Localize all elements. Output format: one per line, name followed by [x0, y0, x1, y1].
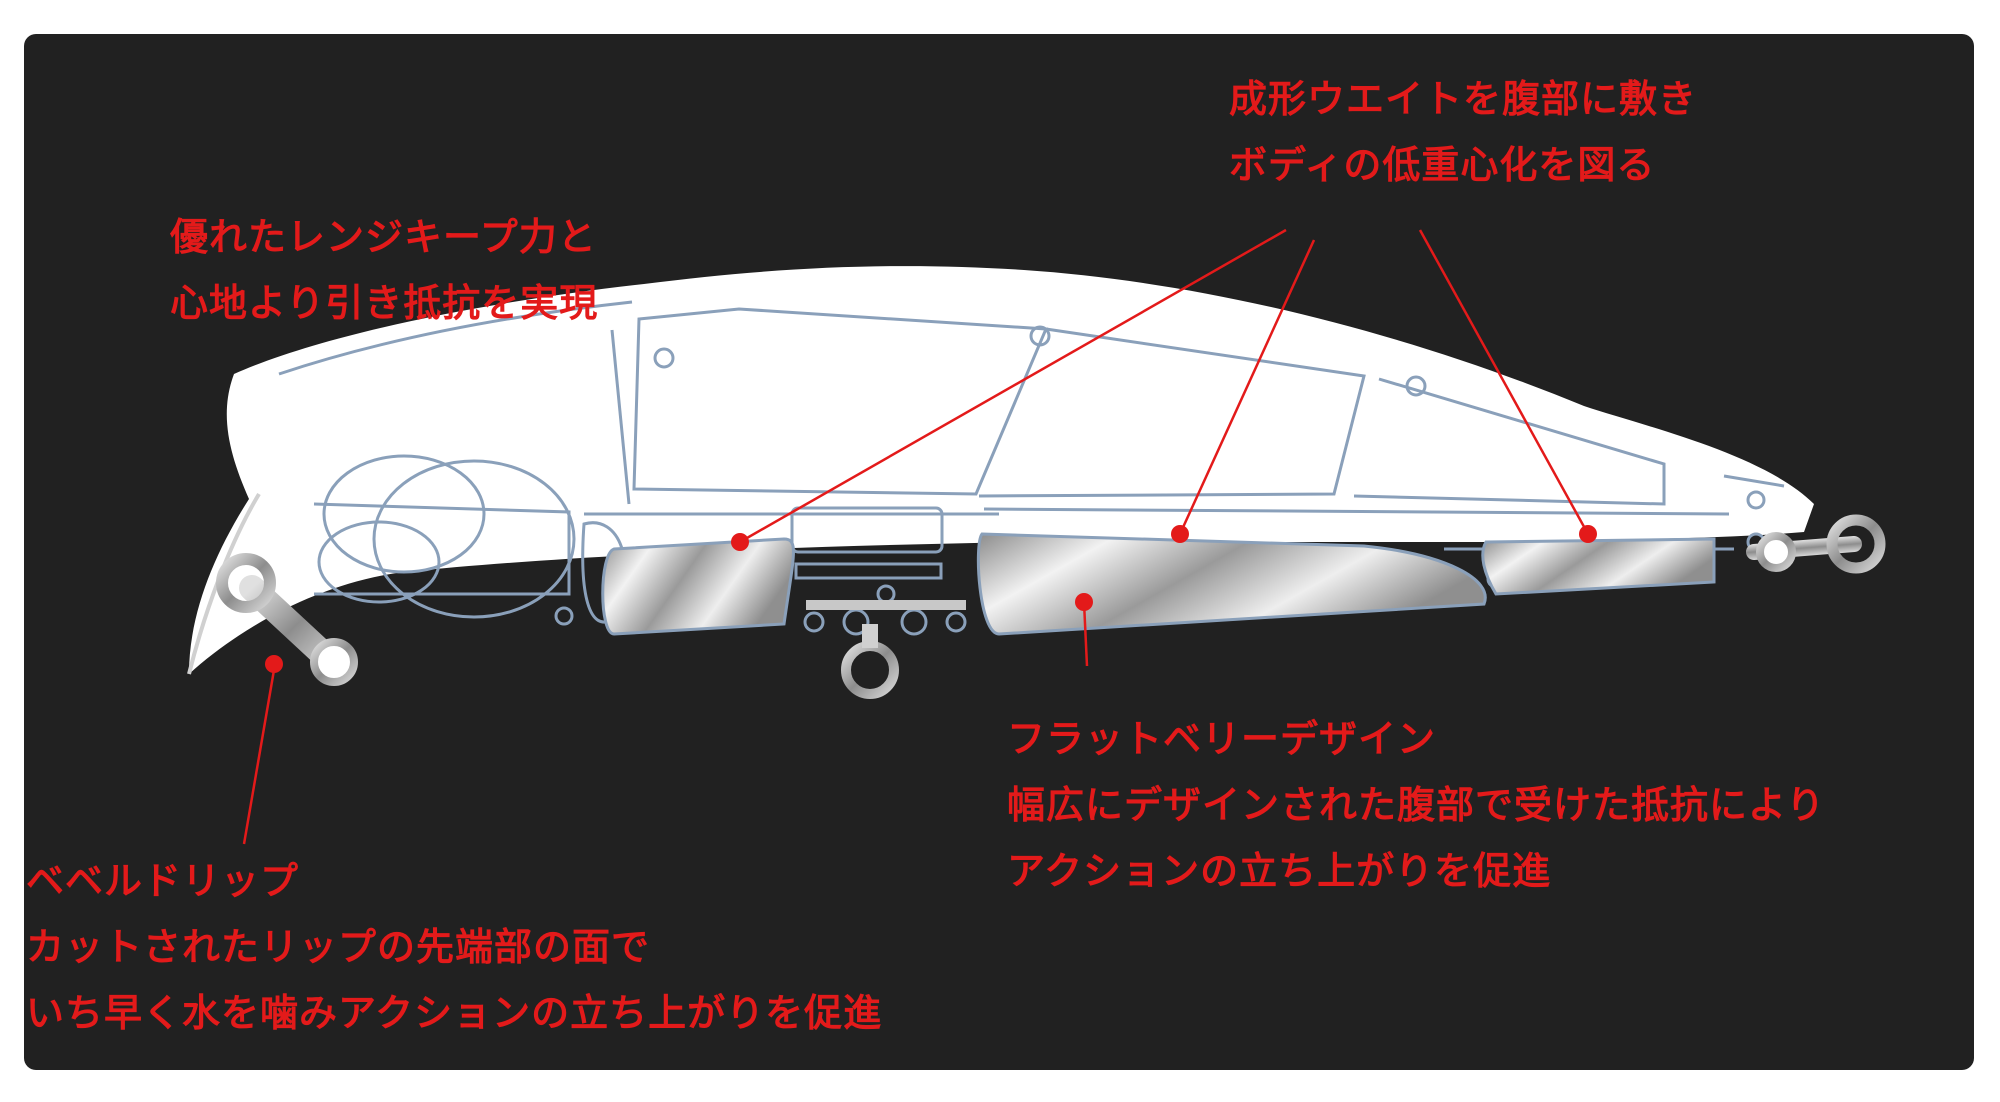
- callout-lip-line-1: カットされたリップの先端部の面で: [26, 925, 651, 969]
- leader-lines: [242, 228, 1590, 845]
- callout-dots: [265, 525, 1597, 673]
- line-eye: [216, 553, 358, 686]
- callout-lip-title: ベベルドリップ: [26, 859, 300, 903]
- lure-diagram: [187, 228, 1886, 845]
- callout-belly-line-2: アクションの立ち上がりを促進: [1007, 849, 1552, 893]
- belly-hook-eye: [806, 600, 966, 699]
- callout-weight-line-1: 成形ウエイトを腹部に敷き: [1229, 77, 1698, 121]
- diagram-panel: 成形ウエイトを腹部に敷き ボディの低重心化を図る 優れたレンジキープ力と 心地よ…: [24, 34, 1974, 1070]
- callout-range-line-2: 心地より引き抵抗を実現: [170, 281, 599, 325]
- callout-belly-line-1: 幅広にデザインされた腹部で受けた抵抗により: [1007, 783, 1826, 827]
- belly-weights: [601, 532, 1716, 636]
- callout-belly-title: フラットベリーデザイン: [1007, 717, 1437, 761]
- callout-range-line-1: 優れたレンジキープ力と: [170, 215, 597, 259]
- callout-weight-line-2: ボディの低重心化を図る: [1229, 143, 1656, 187]
- callout-lip: ベベルドリップ カットされたリップの先端部の面で いち早く水を噛みアクションの立…: [26, 848, 882, 1046]
- callout-weight: 成形ウエイトを腹部に敷き ボディの低重心化を図る: [1229, 66, 1697, 198]
- tail-hook-eye: [1746, 514, 1886, 574]
- callout-range: 優れたレンジキープ力と 心地より引き抵抗を実現: [170, 204, 598, 336]
- callout-belly: フラットベリーデザイン 幅広にデザインされた腹部で受けた抵抗により アクションの…: [1007, 706, 1825, 904]
- lure-body: [189, 266, 1814, 674]
- callout-lip-line-2: いち早く水を噛みアクションの立ち上がりを促進: [26, 991, 883, 1035]
